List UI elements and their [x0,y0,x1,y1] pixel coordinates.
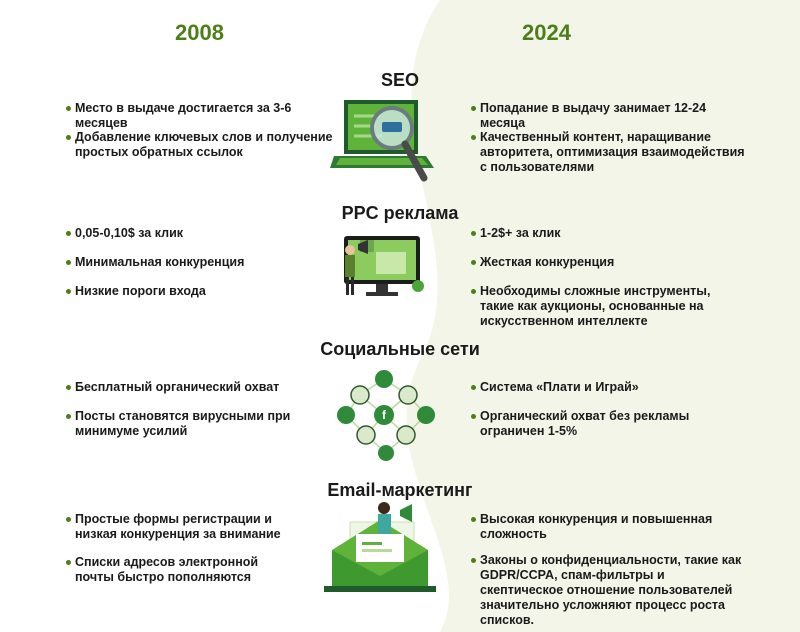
email-left-item: Простые формы регистрации и низкая конку… [66,512,290,542]
section-title-seo: SEO [380,70,419,90]
ppc-right-item: 1-2$+ за клик [471,226,750,241]
seo-right-item: Качественный контент, наращивание автори… [471,130,745,175]
ppc-right-item: Жесткая конкуренция [471,255,750,270]
ppc-left-item: Минимальная конкуренция [66,255,345,270]
section-title-email: Email-маркетинг [327,480,473,500]
ppc-left-item: Низкие пороги входа [66,284,345,299]
ppc-left-item: 0,05-0,10$ за клик [66,226,345,241]
seo-left-item: Место в выдаче достигается за 3-6 месяце… [66,101,345,131]
svg-text:f: f [382,408,387,422]
seo-laptop-magnifier-icon [330,100,434,182]
year-2008: 2008 [175,20,224,45]
social-right-item: Органический охват без рекламы ограничен… [471,409,710,439]
ppc-monitor-megaphone-icon [344,236,424,296]
year-2024: 2024 [522,20,571,45]
section-title-social: Социальные сети [320,339,480,359]
social-left-item: Посты становятся вирусными при минимуме … [66,409,295,439]
email-envelope-icon [324,502,436,592]
seo-right-item: Попадание в выдачу занимает 12-24 месяца [471,101,750,131]
social-left-item: Бесплатный органический охват [66,380,345,395]
section-title-ppc: PPC реклама [341,203,459,223]
email-left-item: Списки адресов электронной почты быстро … [66,555,275,585]
seo-left-item: Добавление ключевых слов и получение про… [66,130,345,160]
email-right-item: Законы о конфиденциальности, такие как G… [471,553,745,628]
social-right-item: Система «Плати и Играй» [471,380,750,395]
email-right-item: Высокая конкуренция и повышенная сложнос… [471,512,720,542]
social-network-icon: f [337,370,435,461]
ppc-right-item: Необходимы сложные инструменты, такие ка… [471,284,720,329]
